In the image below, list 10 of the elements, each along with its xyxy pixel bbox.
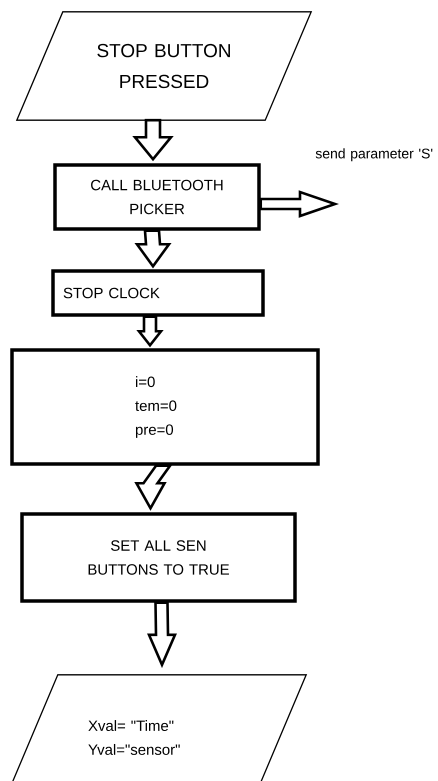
process-box: CALL BLUETOOTH PICKER [53, 163, 261, 231]
block-arrow [134, 229, 172, 268]
process-box: i=0 tem=0 pre=0 [10, 348, 320, 466]
block-arrow [259, 190, 339, 218]
process-box: SET ALL SEN BUTTONS TO TRUE [20, 512, 297, 603]
block-arrow [132, 118, 174, 162]
block-arrow [136, 315, 164, 348]
process-box: STOP CLOCK [51, 269, 265, 317]
block-arrow [147, 601, 177, 668]
note-text: send parameter 'S' [316, 148, 432, 162]
